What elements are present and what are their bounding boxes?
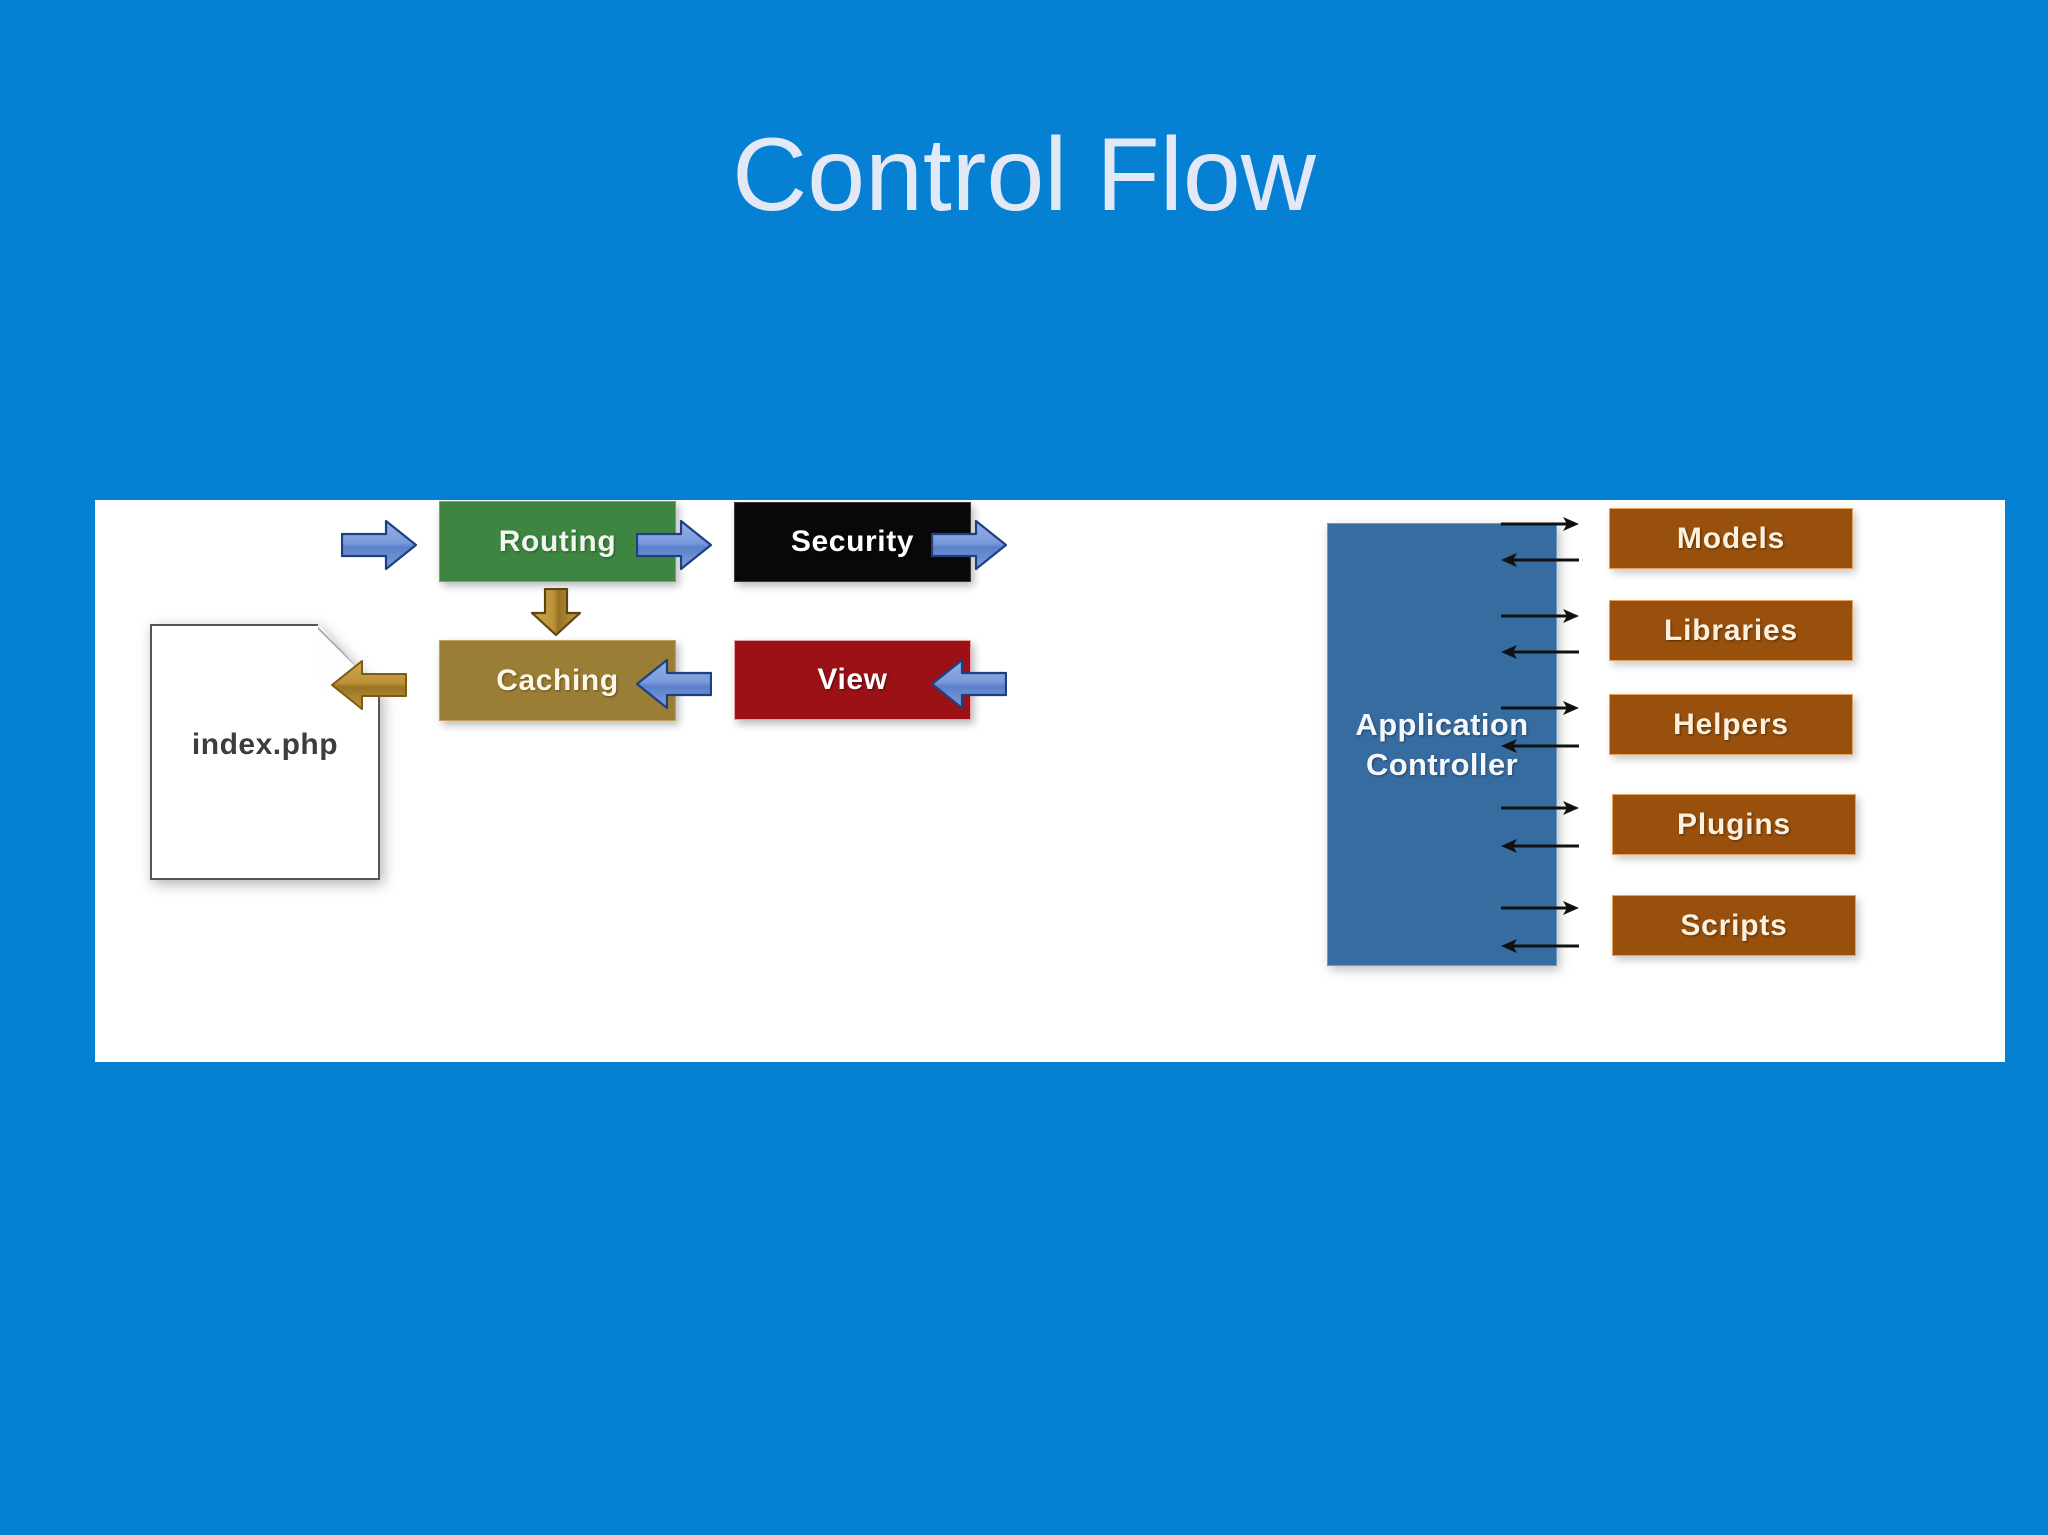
libraries-box[interactable]: Libraries: [1609, 600, 1853, 661]
application-controller-label: Application Controller: [1355, 706, 1529, 782]
caching-box[interactable]: Caching: [439, 640, 676, 721]
models-box[interactable]: Models: [1609, 508, 1853, 569]
arrow-controller-to-models-icon: [1499, 514, 1581, 534]
arrow-caching-to-index-icon: [331, 658, 407, 712]
index-php-label: index.php: [191, 728, 339, 761]
arrow-controller-to-libraries-icon: [1499, 606, 1581, 626]
helpers-box[interactable]: Helpers: [1609, 694, 1853, 755]
caching-label: Caching: [496, 663, 619, 697]
routing-label: Routing: [498, 524, 617, 558]
arrow-controller-to-scripts-icon: [1499, 898, 1581, 918]
models-label: Models: [1676, 521, 1786, 555]
arrow-view-to-caching-icon: [636, 657, 712, 711]
arrow-models-to-controller-icon: [1499, 550, 1581, 570]
plugins-label: Plugins: [1677, 807, 1791, 841]
security-label: Security: [790, 525, 915, 558]
view-label: View: [817, 663, 888, 696]
scripts-box[interactable]: Scripts: [1612, 895, 1856, 956]
page-title: Control Flow: [732, 117, 1316, 233]
plugins-box[interactable]: Plugins: [1612, 794, 1856, 855]
control-flow-diagram: index.php: [95, 500, 2005, 1062]
index-php-document: index.php: [150, 624, 380, 880]
arrow-routing-to-caching-icon: [530, 588, 582, 636]
arrow-scripts-to-controller-icon: [1499, 936, 1581, 956]
arrow-index-to-routing-icon: [341, 518, 417, 572]
arrow-routing-to-security-icon: [636, 518, 712, 572]
arrow-plugins-to-controller-icon: [1499, 836, 1581, 856]
arrow-controller-to-plugins-icon: [1499, 798, 1581, 818]
arrow-security-to-application-controller-icon: [931, 518, 1007, 572]
scripts-label: Scripts: [1680, 908, 1788, 942]
arrow-controller-to-helpers-icon: [1499, 698, 1581, 718]
helpers-label: Helpers: [1673, 707, 1789, 741]
arrow-libraries-to-controller-icon: [1499, 642, 1581, 662]
arrow-helpers-to-controller-icon: [1499, 736, 1581, 756]
view-box[interactable]: View: [734, 640, 971, 720]
libraries-label: Libraries: [1664, 613, 1798, 647]
arrow-application-controller-to-view-icon: [931, 657, 1007, 711]
